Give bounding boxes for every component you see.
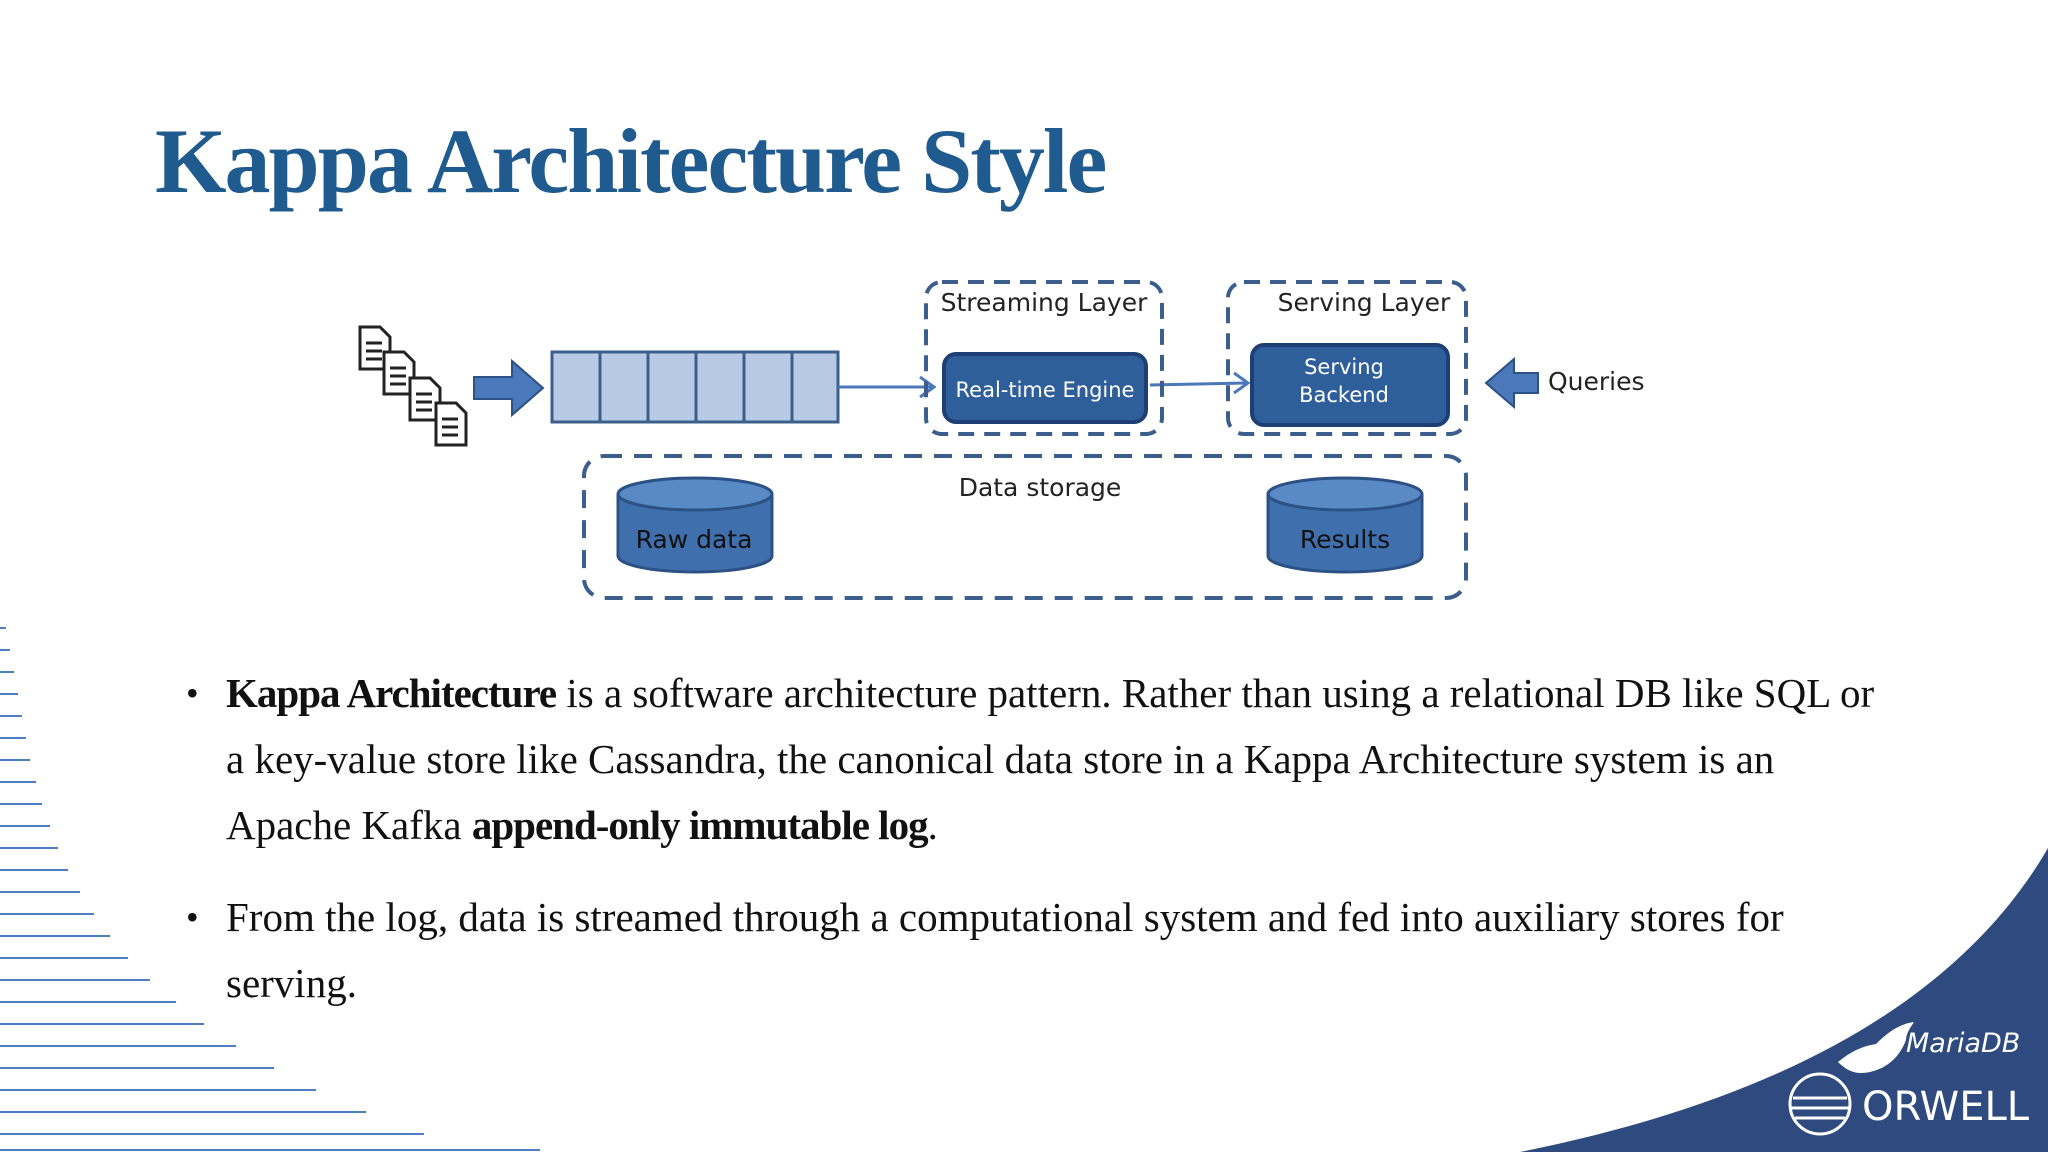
mariadb-logo-icon: MariaDB: [1838, 1022, 2020, 1073]
serving-layer: [1226, 280, 1468, 436]
data-storage-label: Data storage: [959, 473, 1122, 502]
queries-label: Queries: [1548, 367, 1645, 396]
log-queue: [550, 350, 840, 424]
bullet-text: is a software architecture pattern. Rath…: [226, 670, 1875, 848]
bullet-item: • Kappa Architecture is a software archi…: [186, 660, 1886, 858]
bullet-item: • From the log, data is streamed through…: [186, 884, 1886, 1016]
left-arrow-icon: [1484, 356, 1539, 410]
bullet-dot: •: [186, 673, 199, 713]
database-icon: [1266, 476, 1424, 574]
right-arrow-icon: [473, 358, 545, 418]
raw-data-label: Raw data: [636, 525, 753, 554]
realtime-engine-label: Real-time Engine: [956, 378, 1135, 402]
streaming-layer: [924, 280, 1164, 436]
documents-icon: [358, 325, 468, 447]
page-title: Kappa Architecture Style: [155, 110, 1107, 212]
bullet-dot: •: [186, 897, 199, 937]
bullet-text: From the log, data is streamed through a…: [226, 894, 1784, 1006]
database-icon: [616, 476, 774, 574]
streaming-layer-label: Streaming Layer: [941, 288, 1148, 317]
serving-backend-label-line2: Backend: [1299, 383, 1389, 407]
serving-layer-label: Serving Layer: [1278, 288, 1451, 317]
bullet-bold-lead: Kappa Architecture: [226, 670, 557, 716]
realtime-engine-box: [942, 352, 1148, 424]
bullet-list: • Kappa Architecture is a software archi…: [186, 660, 1886, 1016]
serving-backend-label-line1: Serving: [1304, 355, 1384, 379]
bullet-bold-tail: append-only immutable log: [471, 802, 929, 848]
bullet-end: .: [927, 802, 938, 848]
serving-backend-box: [1250, 343, 1450, 427]
orwell-logo-icon: ORWELL: [1788, 1072, 2030, 1136]
orwell-logo-text: ORWELL: [1862, 1084, 2030, 1130]
mariadb-logo-text: MariaDB: [1906, 1028, 2020, 1059]
data-storage: [582, 454, 1468, 600]
results-label: Results: [1300, 525, 1390, 554]
